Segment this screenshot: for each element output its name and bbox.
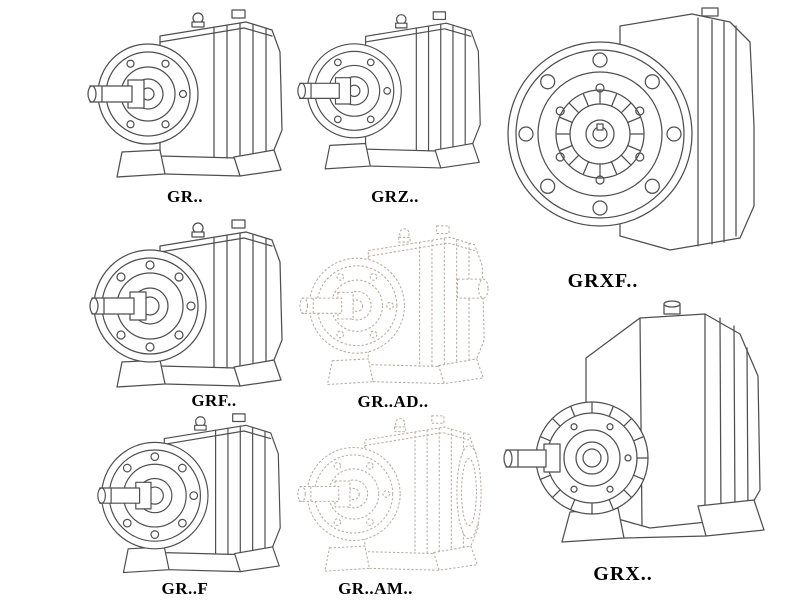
label-gr-f: GR..F — [161, 579, 209, 598]
label-grz: GRZ.. — [371, 187, 419, 206]
label-grf: GRF.. — [191, 391, 237, 410]
input-adapter-stub — [457, 278, 489, 299]
drawing-grz — [297, 11, 481, 170]
drawing-gr-f — [97, 413, 281, 574]
drawing-grf — [89, 219, 283, 388]
drawing-grxf — [507, 7, 755, 251]
label-gr-am: GR..AM.. — [338, 579, 413, 598]
drawing-grx — [503, 300, 765, 543]
label-gr: GR.. — [167, 187, 203, 206]
drawing-gr — [87, 9, 283, 178]
label-grxf: GRXF.. — [567, 270, 639, 292]
drawing-gr-ad — [299, 225, 489, 386]
motor-mount-flange — [456, 445, 482, 540]
drawing-gr-am — [297, 415, 482, 572]
label-gr-ad: GR..AD.. — [357, 392, 429, 411]
label-grx: GRX.. — [593, 563, 653, 585]
